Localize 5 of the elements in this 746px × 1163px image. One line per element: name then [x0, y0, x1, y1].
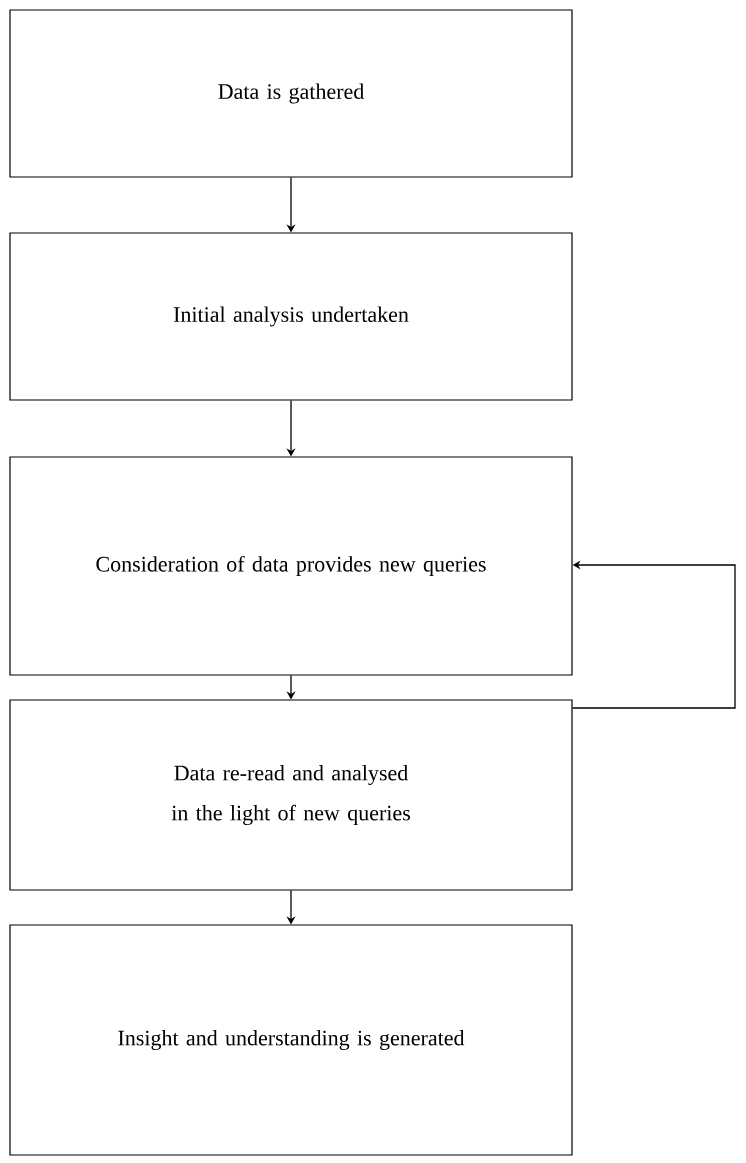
process-box: Insight and understanding is generated — [9, 924, 573, 1156]
process-box: Initial analysis undertaken — [9, 232, 573, 401]
process-box: Consideration of data provides new queries — [9, 456, 573, 676]
process-box: Data is gathered — [9, 9, 573, 178]
process-box: Data re-read and analysed in the light of new queries — [9, 699, 573, 891]
